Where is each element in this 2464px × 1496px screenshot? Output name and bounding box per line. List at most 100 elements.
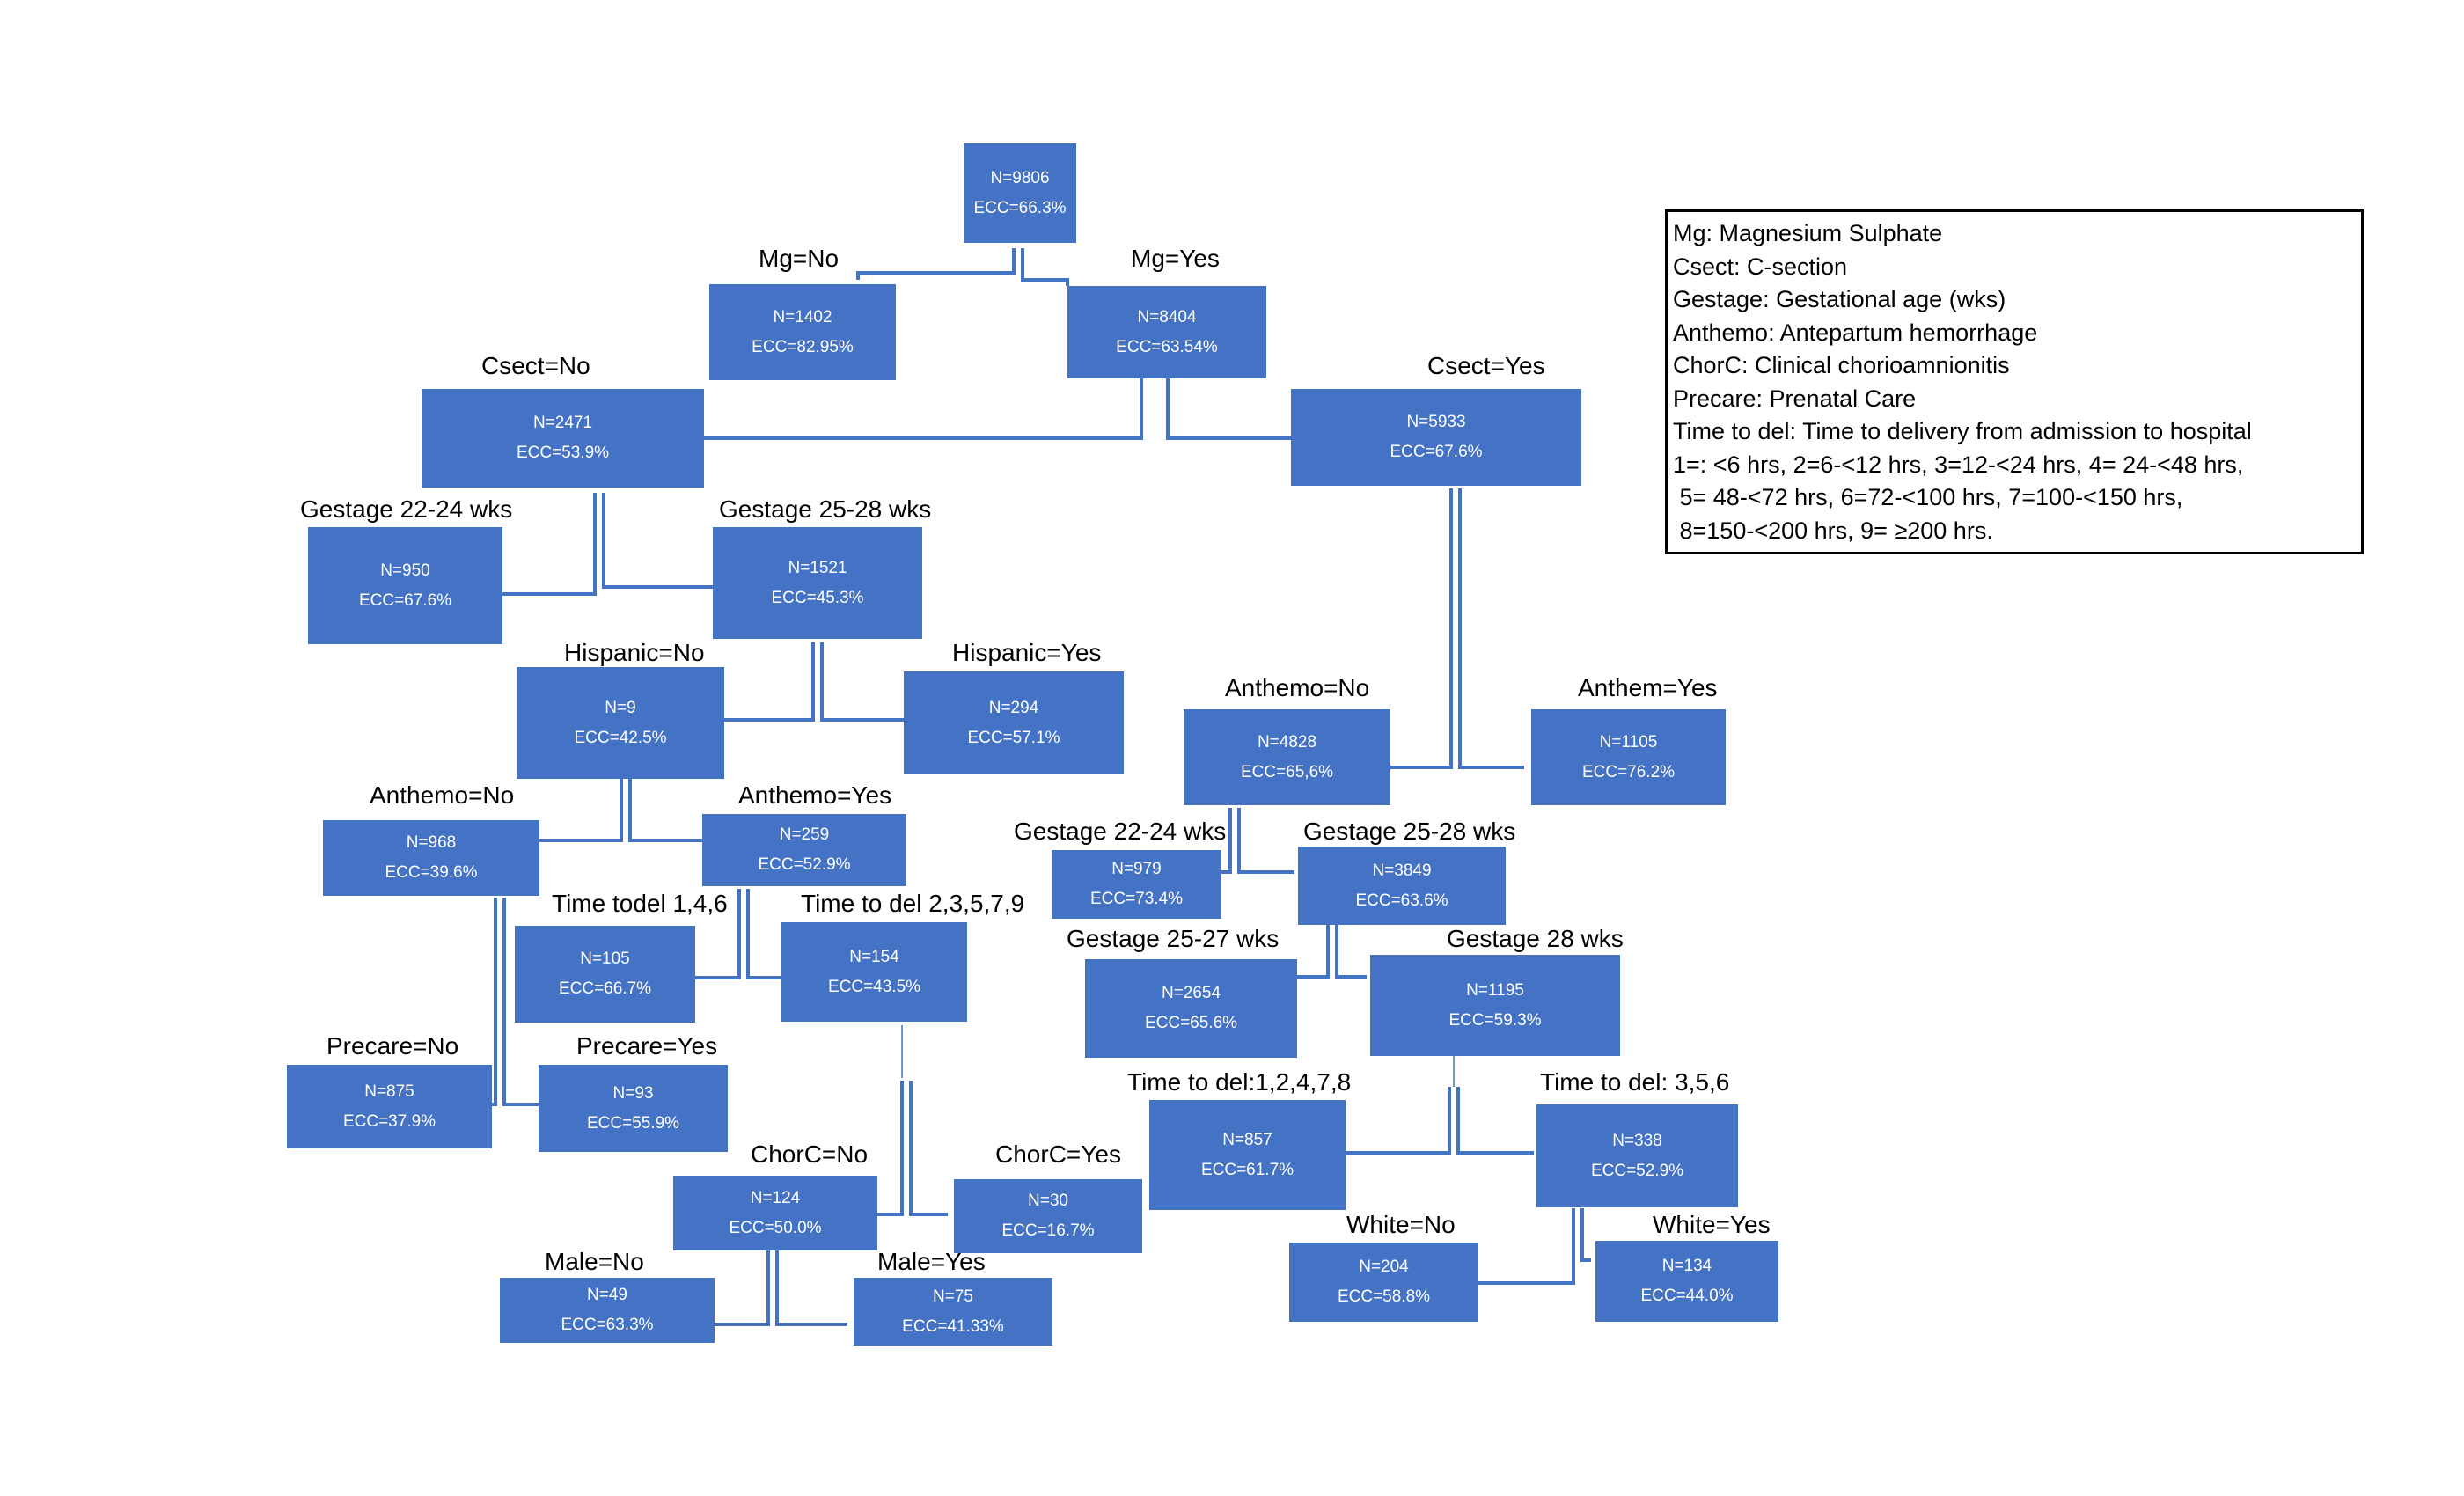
node-ecc: ECC=43.5% xyxy=(827,977,921,996)
label-time-23579: Time to del 2,3,5,7,9 xyxy=(801,890,1025,917)
connector xyxy=(602,493,713,589)
node-gestage-28: N=1195 ECC=59.3% xyxy=(1370,955,1620,1056)
node-time-356: N=338 ECC=52.9% xyxy=(1536,1104,1738,1207)
label-chorc-no: ChorC=No xyxy=(751,1140,869,1168)
node-n: N=8404 xyxy=(1137,307,1197,326)
connector xyxy=(1456,1087,1534,1155)
node-chorc-no: N=124 ECC=50.0% xyxy=(673,1176,877,1250)
node-male-yes: N=75 ECC=41.33% xyxy=(854,1278,1052,1346)
node-n: N=5933 xyxy=(1406,413,1466,431)
connector xyxy=(909,1081,948,1216)
legend-line: ChorC: Clinical chorioamnionitis xyxy=(1673,352,2010,378)
node-n: N=3849 xyxy=(1372,861,1432,880)
node-ecc: ECC=67.6% xyxy=(1390,443,1483,461)
node-time-146: N=105 ECC=66.7% xyxy=(515,926,695,1023)
label-gestage-25-28-a: Gestage 25-28 wks xyxy=(719,495,932,523)
label-gestage-22-24-a: Gestage 22-24 wks xyxy=(300,495,513,523)
legend-line: Time to del: Time to delivery from admis… xyxy=(1673,418,2252,444)
node-ecc: ECC=39.6% xyxy=(385,863,478,882)
connector xyxy=(539,779,623,842)
node-ecc: ECC=63.6% xyxy=(1355,891,1448,910)
node-time-23579: N=154 ECC=43.5% xyxy=(781,922,967,1022)
node-anthemo-no-a: N=968 ECC=39.6% xyxy=(323,820,539,896)
node-n: N=4828 xyxy=(1257,732,1317,752)
node-n: N=1402 xyxy=(773,307,832,326)
connector xyxy=(856,248,1016,280)
node-white-no: N=204 ECC=58.8% xyxy=(1289,1243,1478,1322)
node-n: N=49 xyxy=(587,1286,627,1304)
label-time-12478: Time to del:1,2,4,7,8 xyxy=(1127,1068,1352,1096)
node-ecc: ECC=42.5% xyxy=(574,728,667,747)
node-anthemo-no-b: N=4828 ECC=65,6% xyxy=(1184,709,1390,805)
connector xyxy=(775,1248,847,1326)
node-ecc: ECC=53.9% xyxy=(516,444,610,462)
node-ecc: ECC=66.3% xyxy=(973,198,1067,217)
node-ecc: ECC=63.3% xyxy=(561,1316,654,1334)
node-gestage-25-28-b: N=3849 ECC=63.6% xyxy=(1298,847,1506,925)
node-ecc: ECC=61.7% xyxy=(1200,1160,1294,1179)
node-n: N=979 xyxy=(1111,860,1162,878)
node-ecc: ECC=45.3% xyxy=(771,588,864,607)
node-n: N=857 xyxy=(1222,1130,1272,1149)
connector xyxy=(704,378,1143,440)
label-mg-yes: Mg=Yes xyxy=(1131,245,1220,272)
node-ecc: ECC=37.9% xyxy=(342,1111,436,1131)
label-anthemo-no-a: Anthemo=No xyxy=(370,781,515,809)
connector xyxy=(502,493,597,596)
label-csect-no: Csect=No xyxy=(481,352,590,379)
legend-line: Anthemo: Antepartum hemorrhage xyxy=(1673,319,2038,346)
node-n: N=124 xyxy=(750,1188,801,1207)
node-hispanic-yes: N=294 ECC=57.1% xyxy=(904,671,1124,774)
label-anthemo-no-b: Anthemo=No xyxy=(1225,674,1370,701)
node-ecc: ECC=65,6% xyxy=(1240,762,1334,781)
node-precare-yes: N=93 ECC=55.9% xyxy=(539,1065,728,1152)
node-n: N=154 xyxy=(849,947,899,966)
connector xyxy=(877,1081,904,1216)
connector xyxy=(695,889,741,979)
node-ecc: ECC=52.9% xyxy=(1590,1161,1684,1180)
connector xyxy=(820,642,904,722)
node-n: N=950 xyxy=(380,561,430,580)
node-n: N=75 xyxy=(933,1287,973,1306)
node-hispanic-no: N=9 ECC=42.5% xyxy=(517,667,724,779)
connector xyxy=(715,1248,770,1326)
node-ecc: ECC=44.0% xyxy=(1640,1287,1734,1305)
node-n: N=93 xyxy=(612,1083,654,1103)
label-gestage-22-24-b: Gestage 22-24 wks xyxy=(1014,818,1227,845)
node-ecc: ECC=55.9% xyxy=(586,1113,680,1133)
node-n: N=204 xyxy=(1359,1258,1409,1276)
node-gestage-22-24-b: N=979 ECC=73.4% xyxy=(1052,850,1221,919)
label-time-146: Time todel 1,4,6 xyxy=(552,890,728,917)
legend-line: 5= 48-<72 hrs, 6=72-<100 hrs, 7=100-<150… xyxy=(1673,484,2183,510)
node-n: N=259 xyxy=(779,825,830,844)
legend-line: Mg: Magnesium Sulphate xyxy=(1673,220,1943,246)
node-root: N=9806 ECC=66.3% xyxy=(964,143,1076,243)
connector xyxy=(1346,1087,1451,1155)
connector xyxy=(1335,925,1367,979)
node-ecc: ECC=16.7% xyxy=(1001,1221,1095,1240)
label-gestage-25-28-b: Gestage 25-28 wks xyxy=(1303,818,1516,845)
node-csect-no: N=2471 ECC=53.9% xyxy=(422,389,704,488)
node-n: N=1195 xyxy=(1466,980,1524,1000)
node-ecc: ECC=63.54% xyxy=(1116,337,1218,356)
legend-box: Mg: Magnesium Sulphate Csect: C-section … xyxy=(1665,209,2364,554)
connector xyxy=(1580,1208,1591,1262)
connector xyxy=(1166,378,1291,440)
node-anthem-yes-b: N=1105 ECC=76.2% xyxy=(1531,709,1726,805)
connector xyxy=(1478,1208,1575,1285)
node-n: N=338 xyxy=(1612,1131,1662,1150)
connector xyxy=(1021,248,1069,286)
connector xyxy=(724,642,815,722)
label-white-no: White=No xyxy=(1346,1211,1456,1238)
node-time-12478: N=857 ECC=61.7% xyxy=(1149,1100,1346,1210)
node-n: N=9806 xyxy=(990,168,1050,187)
node-ecc: ECC=66.7% xyxy=(558,979,652,998)
label-precare-yes: Precare=Yes xyxy=(576,1032,718,1060)
legend-line: 1=: <6 hrs, 2=6-<12 hrs, 3=12-<24 hrs, 4… xyxy=(1673,451,2244,478)
node-n: N=9 xyxy=(605,698,636,717)
label-hispanic-yes: Hispanic=Yes xyxy=(952,639,1102,666)
node-n: N=2471 xyxy=(532,414,593,432)
node-gestage-25-28-a: N=1521 ECC=45.3% xyxy=(713,527,922,639)
node-n: N=134 xyxy=(1661,1257,1712,1275)
